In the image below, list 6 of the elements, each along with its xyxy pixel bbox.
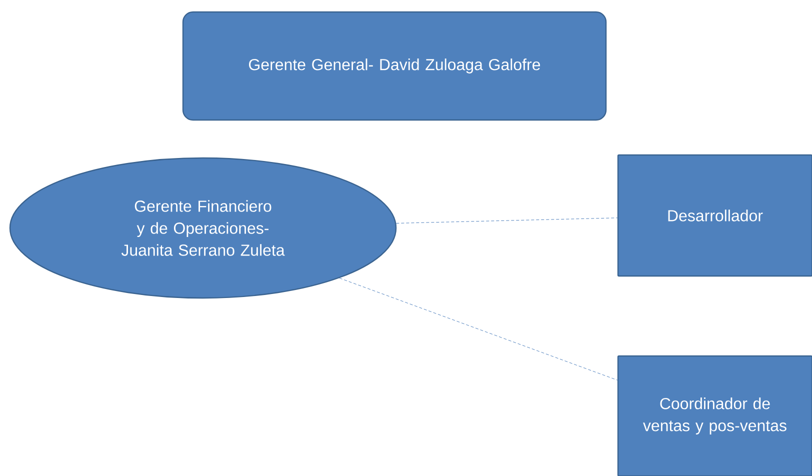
ellipse-node: Gerente Financiero y de Operaciones- Juanita Serrano Zuleta <box>9 157 397 299</box>
role-box: Coordinador de ventas y pos-ventas <box>617 355 812 476</box>
role-box: Desarrollador <box>617 154 812 277</box>
role-box: Gerente General- David Zuloaga Galofre <box>182 11 607 121</box>
connector-line <box>339 278 618 380</box>
connector-line <box>396 218 618 224</box>
